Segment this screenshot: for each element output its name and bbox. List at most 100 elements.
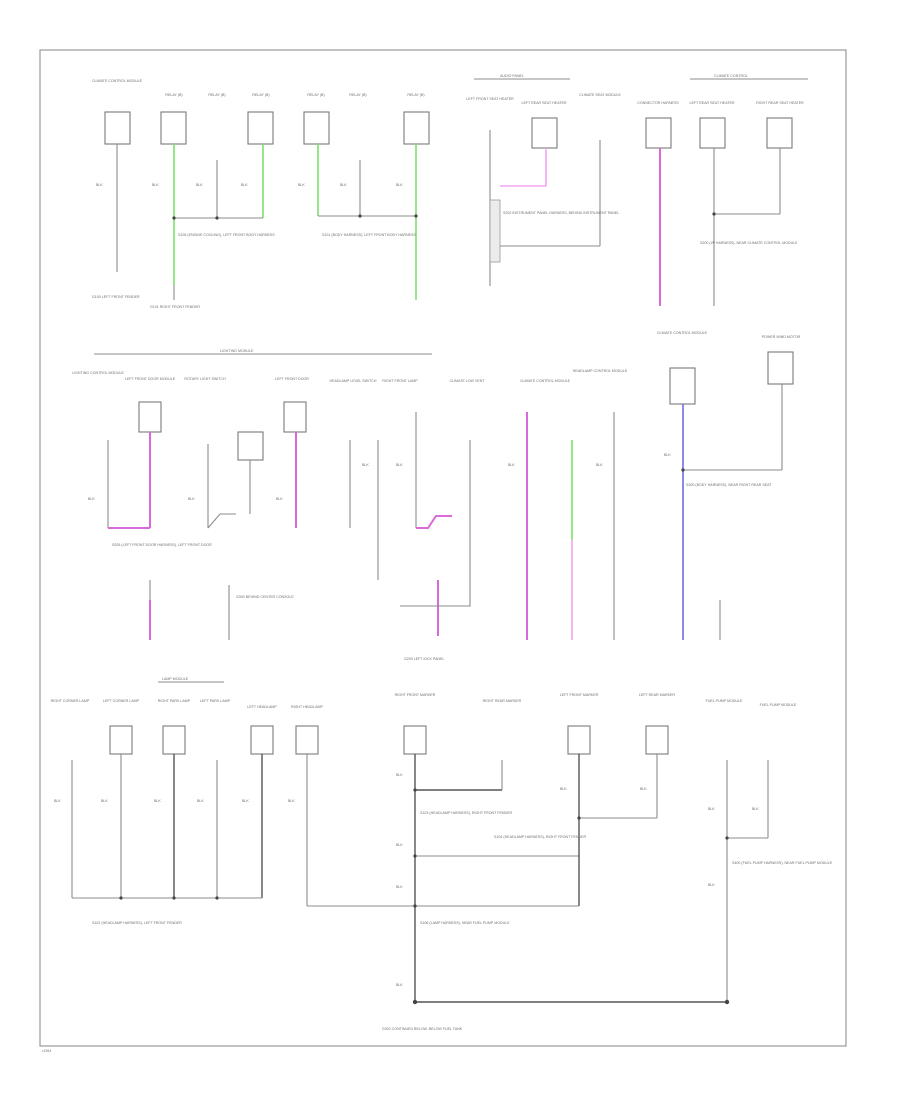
ground-label: G200 LEFT KICK PANEL — [404, 657, 444, 661]
wire-label: BLK — [241, 183, 248, 187]
wire-label: BLK — [54, 799, 61, 803]
component-label: LEFT FRONT DOOR MODULE — [125, 377, 176, 381]
component-box — [567, 725, 591, 755]
wire-label: BLK — [288, 799, 295, 803]
row2-wires — [107, 384, 783, 640]
component-label: LIGHTING CONTROL MODULE — [72, 371, 124, 375]
component-label: CLIMATE CONTROL MODULE — [92, 79, 143, 83]
component-label: RIGHT FRONT MARKER — [395, 693, 436, 697]
wire-label: BLK — [708, 807, 715, 811]
row2-labels: BLK BLK BLK BLK BLK BLK BLK BLK S205 (LE… — [88, 453, 772, 661]
splice-label: S101 (BODY HARNESS), LEFT FRONT BODY HAR… — [322, 233, 416, 237]
splice-label: S202 INSTRUMENT PANEL HARNESS, BEHIND IN… — [503, 211, 619, 215]
component-label: LEFT REAR MARKER — [639, 693, 675, 697]
header-audio-panel: AUDIO PANEL — [500, 74, 524, 78]
component-label: RELAY (B) — [307, 93, 324, 97]
row3-components: RIGHT CORNER LAMP LEFT CORNER LAMP RIGHT… — [51, 693, 797, 755]
component-label: LEFT REAR SEAT HEATER — [521, 101, 566, 105]
component-label: LEFT FRONT DOOR — [275, 377, 309, 381]
section-headers: AUDIO PANEL CLIMATE CONTROL LIGHTING MOD… — [94, 74, 808, 683]
wire-label: BLK — [396, 983, 403, 987]
component-label: RIGHT PARK LAMP — [158, 699, 191, 703]
ground-label: G101 RIGHT FRONT FENDER — [150, 305, 200, 309]
splice-label: S103 (HEADLAMP HARNESS), RIGHT FRONT FEN… — [420, 811, 512, 815]
component-label: LEFT HEADLAMP — [247, 705, 277, 709]
component-label: LEFT FRONT MARKER — [560, 693, 599, 697]
component-box — [645, 117, 672, 149]
row1-wires — [116, 130, 781, 306]
splice-label: S106 (LAMP HARNESS), NEAR FUEL PUMP MODU… — [420, 921, 510, 925]
component-box — [295, 725, 319, 755]
component-box — [160, 111, 187, 145]
component-box — [403, 111, 430, 145]
component-label: RIGHT REAR MARKER — [483, 699, 522, 703]
component-label: RELAY (B) — [208, 93, 225, 97]
wire-label: BLK — [88, 497, 95, 501]
wire-label: BLK — [396, 843, 403, 847]
component-box — [104, 111, 131, 145]
row1-components: CLIMATE CONTROL MODULE RELAY (B) RELAY (… — [92, 79, 804, 149]
component-box — [250, 725, 274, 755]
component-box — [531, 117, 558, 149]
wire-label: BLK — [196, 183, 203, 187]
component-box — [645, 725, 669, 755]
header-lamp-module: LAMP MODULE — [162, 677, 189, 681]
wire-label: BLK — [708, 883, 715, 887]
component-label: RIGHT HEADLAMP — [291, 705, 323, 709]
header-climate-control: CLIMATE CONTROL — [714, 74, 748, 78]
component-label: CLIMATE LOW VENT — [449, 379, 485, 383]
wire-label: BLK — [396, 773, 403, 777]
component-label: LEFT FRONT SEAT HEATER — [466, 97, 514, 101]
figure-id: r1264 — [42, 1049, 51, 1053]
component-box — [403, 725, 427, 755]
wire-label: BLK — [396, 885, 403, 889]
diagram-frame — [39, 49, 847, 1047]
component-label: LEFT REAR SEAT HEATER — [689, 101, 734, 105]
wire-label: BLK — [298, 183, 305, 187]
wire-label: BLK — [152, 183, 159, 187]
wire-label: BLK — [242, 799, 249, 803]
row1-labels: BLK BLK BLK BLK BLK BLK BLK S105 (ENGINE… — [92, 183, 798, 309]
splice-label: S205 (LEFT FRONT DOOR HARNESS), LEFT FRO… — [112, 543, 212, 547]
wire-label: BLK — [197, 799, 204, 803]
component-label: RELAY (B) — [349, 93, 366, 97]
wire-label: BLK — [560, 787, 567, 791]
component-label: HEADLAMP CONTROL MODULE — [573, 369, 628, 373]
wire-label: BLK — [752, 807, 759, 811]
component-box — [162, 725, 186, 755]
component-label: RELAY (B) — [407, 93, 424, 97]
component-label: LEFT PARK LAMP — [200, 699, 231, 703]
component-box — [237, 431, 264, 461]
component-label: LEFT CORNER LAMP — [103, 699, 140, 703]
component-box — [247, 111, 274, 145]
component-label: HEADLAMP LEVEL SWITCH — [330, 379, 377, 383]
row3-wires — [71, 754, 769, 1005]
component-label: CLIMATE SEAT MODULE — [579, 93, 621, 97]
splice-label: S200 (I/P HARNESS), NEAR CLIMATE CONTROL… — [700, 241, 798, 245]
splice-label: S105 (ENGINE COOLING), LEFT FRONT BODY H… — [178, 233, 275, 237]
component-label: CONNECTOR HARNESS — [637, 101, 679, 105]
wire-label: BLK — [508, 463, 515, 467]
splice-label: S104 (HEADLAMP HARNESS), RIGHT FRONT FEN… — [494, 835, 586, 839]
component-label: POWER WIND MOTOR — [762, 335, 801, 339]
wire-label: BLK — [101, 799, 108, 803]
wire-label: BLK — [154, 799, 161, 803]
component-box — [109, 725, 133, 755]
component-label: RELAY (B) — [252, 93, 269, 97]
component-label: FUEL PUMP MODULE — [706, 699, 743, 703]
wire-label: BLK — [640, 787, 647, 791]
component-label: RIGHT FRONT LAMP — [382, 379, 418, 383]
wire-label: BLK — [396, 183, 403, 187]
header-lighting-module: LIGHTING MODULE — [220, 349, 254, 353]
wire-label: BLK — [276, 497, 283, 501]
component-label: FUEL PUMP MODULE — [760, 703, 797, 707]
wire-label: BLK — [664, 453, 671, 457]
component-label: RIGHT CORNER LAMP — [51, 699, 90, 703]
component-box — [138, 401, 162, 433]
wire-label: BLK — [188, 497, 195, 501]
component-label: ROTARY LIGHT SWITCH — [184, 377, 226, 381]
component-label: CLIMATE CONTROL MODULE — [657, 331, 708, 335]
ground-label: G300 BEHIND CENTER CONSOLE — [236, 595, 294, 599]
component-label: CLIMATE CONTROL MODULE — [520, 379, 571, 383]
